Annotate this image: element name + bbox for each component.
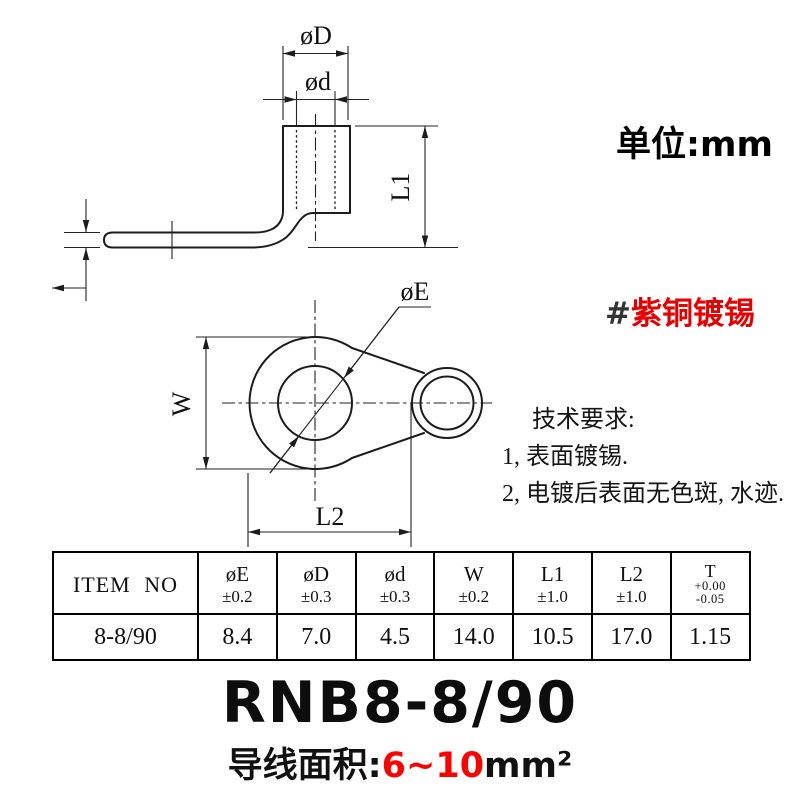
dim-label-hole-diameter: øE xyxy=(401,277,430,306)
cell-od-small: 4.5 xyxy=(354,613,436,661)
col-header-od-small: ød±0.3 xyxy=(354,551,436,615)
wire-area-line: 导线面积:6~10mm² xyxy=(0,743,800,789)
wire-area-label: 导线面积: xyxy=(227,746,382,786)
cell-w: 14.0 xyxy=(433,613,515,661)
cell-od: 7.0 xyxy=(275,613,357,661)
technical-drawing: øD ød L1 øE W L2 xyxy=(52,21,492,547)
unit-note: 单位:mm xyxy=(616,125,773,165)
dim-label-inner-diameter: ød xyxy=(305,67,331,96)
dimension-lines xyxy=(52,46,458,547)
cell-oe: 8.4 xyxy=(197,613,278,661)
col-header-item-no: ITEM NO xyxy=(52,551,199,615)
cell-t: 1.15 xyxy=(669,613,751,661)
product-model: RNB8-8/90 xyxy=(221,670,579,736)
cell-l2: 17.0 xyxy=(590,613,672,661)
spec-table-data-row: 8-8/90 8.4 7.0 4.5 14.0 10.5 17.0 1.15 xyxy=(52,613,751,661)
tech-requirement-item: 2, 电镀后表面无色斑, 水迹. xyxy=(502,481,784,507)
top-view-ring-body xyxy=(248,336,353,470)
cell-item-no: 8-8/90 xyxy=(52,613,199,661)
col-header-l2: L2±1.0 xyxy=(590,551,672,615)
top-view-barrel-outer-circle xyxy=(411,367,483,439)
side-view-hidden-hole-lines xyxy=(295,130,336,210)
top-view-tangent-bottom xyxy=(351,432,425,459)
dim-label-tongue-length: L2 xyxy=(316,502,345,531)
tech-requirements-title: 技术要求: xyxy=(532,407,635,433)
material-tag-hash: # xyxy=(605,296,631,332)
tech-requirement-item: 1, 表面镀锡. xyxy=(502,444,628,470)
center-lines xyxy=(222,114,492,503)
top-view-barrel-inner-circle xyxy=(419,375,475,431)
col-header-l1: L1±1.0 xyxy=(512,551,593,615)
wire-area-value: 6~10 xyxy=(381,746,485,786)
spec-table: ITEM NO øE±0.2 øD±0.3 ød±0.3 W±0.2 L1±1.… xyxy=(52,551,751,661)
dim-label-ring-width: W xyxy=(167,391,196,416)
col-header-w: W±0.2 xyxy=(433,551,515,615)
wire-area-unit: mm² xyxy=(484,746,573,786)
dim-label-barrel-length: L1 xyxy=(386,173,415,202)
col-header-t: T+0.00-0.05 xyxy=(669,551,751,615)
top-view-hole-circle xyxy=(277,365,353,441)
spec-table-header-row: ITEM NO øE±0.2 øD±0.3 ød±0.3 W±0.2 L1±1.… xyxy=(52,551,751,615)
side-view-outline xyxy=(103,125,351,249)
tech-requirements: 技术要求: 1, 表面镀锡. 2, 电镀后表面无色斑, 水迹. xyxy=(502,402,784,513)
material-tag: #紫铜镀锡 xyxy=(605,288,755,333)
col-header-oe: øE±0.2 xyxy=(197,551,278,615)
col-header-od: øD±0.3 xyxy=(275,551,357,615)
dim-label-outer-diameter: øD xyxy=(300,21,332,50)
cell-l1: 10.5 xyxy=(512,613,593,661)
top-view-tangent-top xyxy=(351,347,425,374)
material-tag-name: 紫铜镀锡 xyxy=(630,296,755,332)
